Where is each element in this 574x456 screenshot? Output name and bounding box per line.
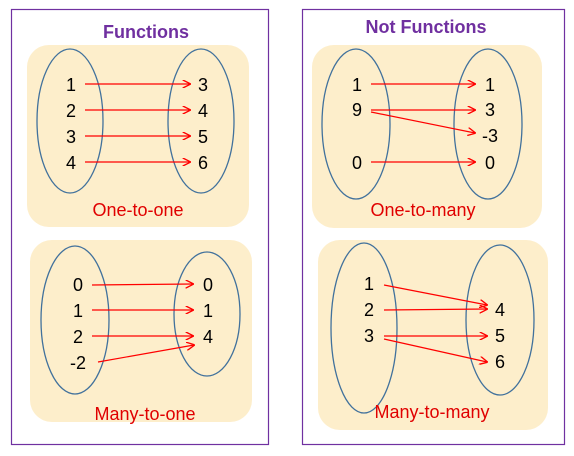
domain-value: 0 xyxy=(352,153,362,173)
range-value: 0 xyxy=(485,153,495,173)
one-to-one-caption: One-to-one xyxy=(92,200,183,220)
mapping-arrow xyxy=(383,284,487,305)
domain-value: 9 xyxy=(352,100,362,120)
range-value: 4 xyxy=(198,101,208,121)
range-value: -3 xyxy=(482,126,498,146)
domain-value: 2 xyxy=(364,300,374,320)
many-to-one-range-ellipse xyxy=(173,251,241,377)
domain-value: 3 xyxy=(364,326,374,346)
not-functions-title: Not Functions xyxy=(366,17,487,37)
range-value: 0 xyxy=(203,275,213,295)
one-to-many-caption: One-to-many xyxy=(370,200,475,220)
range-value: 3 xyxy=(198,75,208,95)
one-to-one-domain-ellipse xyxy=(36,48,104,194)
range-value: 1 xyxy=(203,301,213,321)
range-value: 4 xyxy=(203,327,213,347)
one-to-many-card xyxy=(312,45,542,228)
many-to-one-caption: Many-to-one xyxy=(94,404,195,424)
mapping-arrow xyxy=(383,309,487,310)
range-value: 1 xyxy=(485,75,495,95)
range-value: 5 xyxy=(495,326,505,346)
domain-value: 4 xyxy=(66,153,76,173)
many-to-many-domain-ellipse xyxy=(330,242,398,414)
many-to-one-card xyxy=(30,240,252,422)
one-to-one-range-ellipse xyxy=(167,48,235,194)
mapping-arrow xyxy=(97,345,194,363)
one-to-many-range-ellipse xyxy=(453,48,523,200)
domain-value: 2 xyxy=(73,327,83,347)
domain-value: 0 xyxy=(73,275,83,295)
range-value: 3 xyxy=(485,100,495,120)
domain-value: 1 xyxy=(364,274,374,294)
domain-value: 3 xyxy=(66,127,76,147)
range-value: 6 xyxy=(198,153,208,173)
domain-value: 1 xyxy=(352,75,362,95)
one-to-many-domain-ellipse xyxy=(321,48,391,200)
domain-value: 2 xyxy=(66,101,76,121)
domain-value: 1 xyxy=(73,301,83,321)
mapping-arrow xyxy=(91,284,193,285)
range-value: 6 xyxy=(495,352,505,372)
domain-value: -2 xyxy=(70,353,86,373)
many-to-many-card xyxy=(318,240,548,430)
many-to-one-domain-ellipse xyxy=(40,245,110,395)
range-value: 5 xyxy=(198,127,208,147)
mapping-arrow xyxy=(370,111,475,133)
many-to-many-caption: Many-to-many xyxy=(374,402,489,422)
domain-value: 1 xyxy=(66,75,76,95)
functions-title: Functions xyxy=(103,22,189,42)
mapping-arrow xyxy=(383,338,487,362)
range-value: 4 xyxy=(495,300,505,320)
many-to-many-range-ellipse xyxy=(465,244,535,396)
